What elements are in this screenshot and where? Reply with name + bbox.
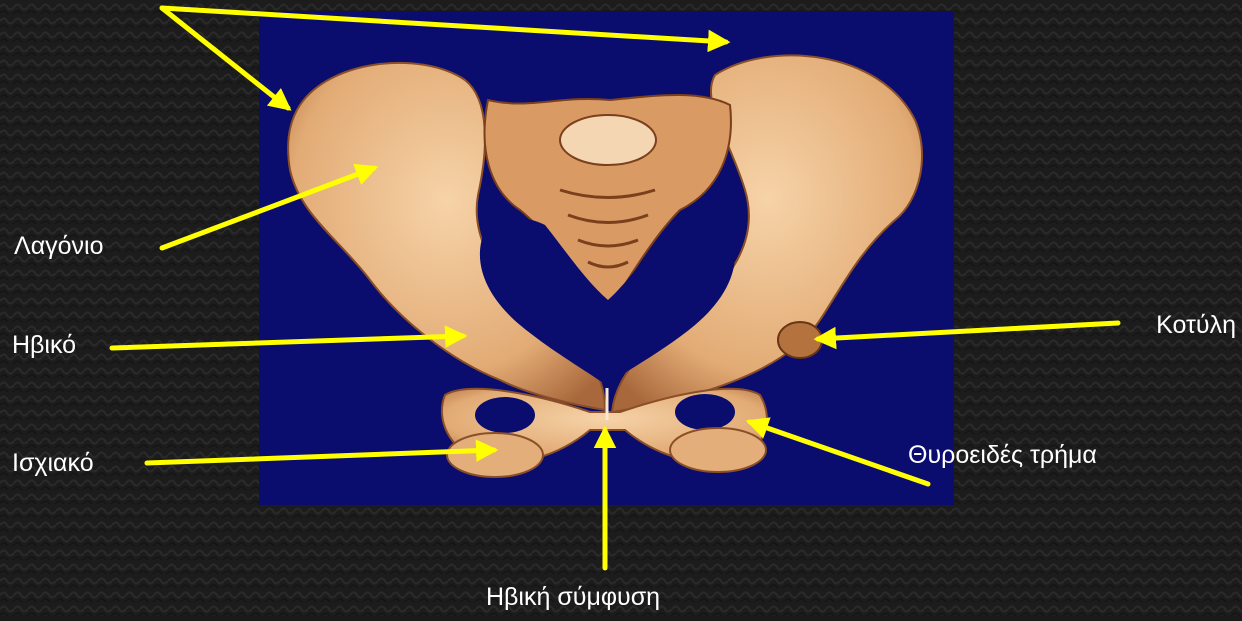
label-pubic-symphysis: Ηβική σύμφυση (486, 585, 660, 610)
label-ischium: Ισχιακό (12, 451, 94, 476)
label-obturator-foramen: Θυροειδές τρήμα (908, 443, 1097, 468)
label-acetabulum: Κοτύλη (1156, 313, 1236, 338)
label-pubis: Ηβικό (12, 333, 76, 358)
label-iliac: Λαγόνιο (14, 234, 104, 259)
